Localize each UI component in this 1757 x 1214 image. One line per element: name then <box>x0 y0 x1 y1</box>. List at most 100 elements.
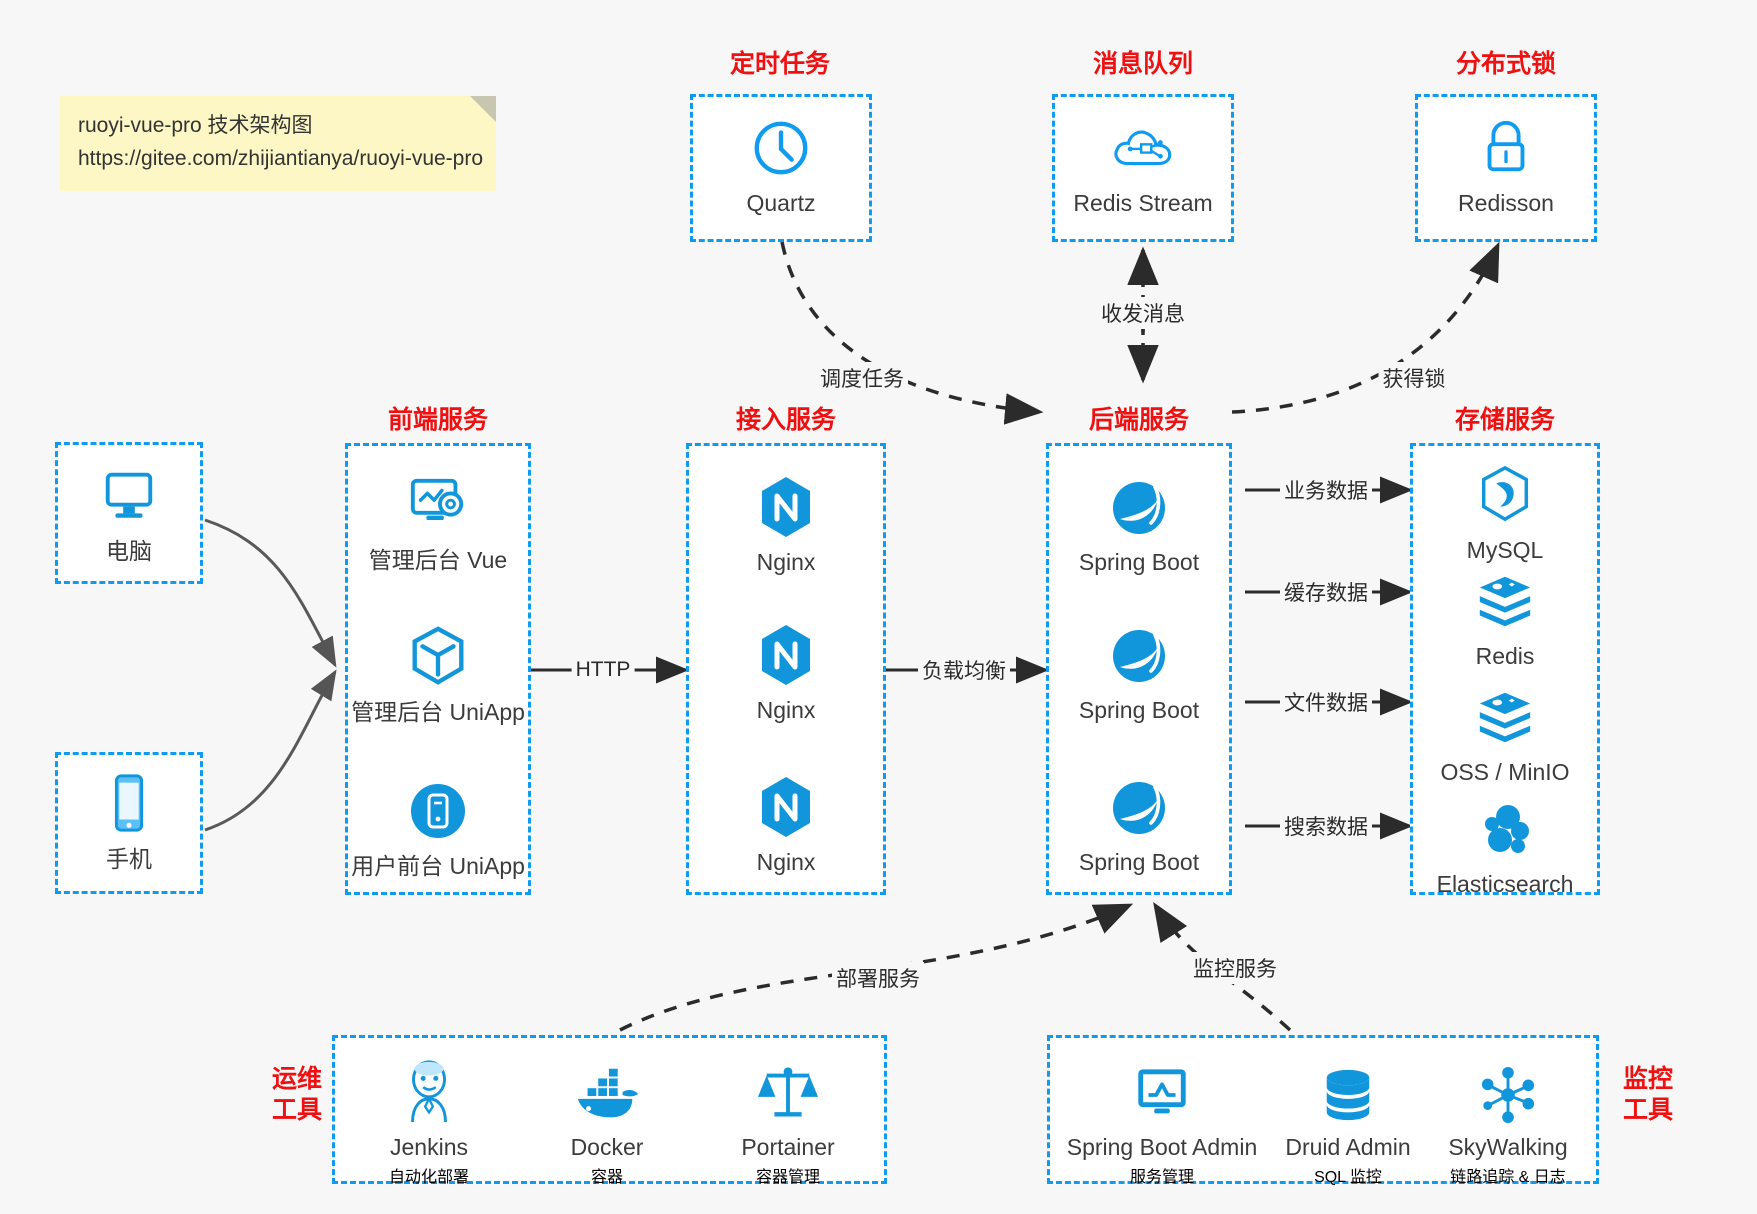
spring-boot-icon <box>1049 620 1229 690</box>
node-sublabel: 链路追踪 & 日志 <box>1450 1169 1566 1187</box>
skywalking-icon <box>1418 1050 1598 1124</box>
clock-icon <box>693 113 869 183</box>
edge-label-business-data: 业务数据 <box>1280 474 1372 506</box>
node-label: Jenkins <box>390 1134 468 1160</box>
group-title-devops: 运维 工具 <box>258 1064 336 1127</box>
edge-label-load-balance: 负载均衡 <box>918 654 1010 686</box>
group-gateway[interactable]: Nginx Nginx Nginx <box>686 443 886 895</box>
monitor-icon <box>58 461 200 531</box>
group-title-monitoring: 监控 工具 <box>1608 1064 1688 1127</box>
node-sublabel: 自动化部署 <box>388 1169 469 1187</box>
node-label: Nginx <box>756 549 816 575</box>
group-frontend[interactable]: 管理后台 Vue 管理后台 UniApp 用户前台 UniApp <box>345 443 531 895</box>
cloud-stream-icon <box>1055 113 1231 183</box>
node-sublabel: SQL 监控 <box>1314 1169 1382 1187</box>
node-spring-boot-3[interactable]: Spring Boot <box>1049 772 1229 878</box>
node-label: Spring Boot <box>1078 697 1200 723</box>
dashboard-gear-icon <box>348 470 528 540</box>
edge-mobile-to-frontend <box>204 669 337 832</box>
elasticsearch-icon <box>1413 794 1597 864</box>
group-scheduled-task[interactable]: Quartz <box>690 94 872 242</box>
node-nginx-3[interactable]: Nginx <box>689 772 883 878</box>
jenkins-icon <box>349 1050 509 1124</box>
node-skywalking[interactable]: SkyWalking 链路追踪 & 日志 <box>1418 1050 1598 1187</box>
database-icon <box>1268 1050 1428 1124</box>
edge-pc-to-frontend <box>204 518 337 668</box>
monitoring-title-line2: 工具 <box>1622 1096 1673 1125</box>
node-nginx-2[interactable]: Nginx <box>689 620 883 726</box>
node-pc[interactable]: 电脑 <box>58 461 200 567</box>
node-oss-minio[interactable]: OSS / MinIO <box>1413 682 1597 788</box>
node-label: Spring Boot Admin <box>1066 1134 1258 1160</box>
monitoring-title-line1: 监控 <box>1622 1065 1673 1093</box>
group-title-distributed-lock: 分布式锁 <box>1455 50 1556 78</box>
group-backend[interactable]: Spring Boot Spring Boot Spring Boot <box>1046 443 1232 895</box>
node-label: Druid Admin <box>1285 1134 1411 1160</box>
edge-label-deploy-service: 部署服务 <box>832 962 924 994</box>
node-label: MySQL <box>1466 537 1544 563</box>
edge-label-cache-data: 缓存数据 <box>1280 576 1372 608</box>
node-label: 管理后台 UniApp <box>351 699 525 725</box>
spring-boot-icon <box>1049 772 1229 842</box>
node-druid-admin[interactable]: Druid Admin SQL 监控 <box>1268 1050 1428 1187</box>
edge-label-search-data: 搜索数据 <box>1280 810 1372 842</box>
group-monitoring[interactable]: Spring Boot Admin 服务管理 Druid Admin SQL 监… <box>1047 1035 1599 1187</box>
group-devops[interactable]: Jenkins 自动化部署 Docker 容器 <box>332 1035 887 1187</box>
node-nginx-1[interactable]: Nginx <box>689 472 883 578</box>
node-spring-boot-admin[interactable]: Spring Boot Admin 服务管理 <box>1062 1050 1262 1187</box>
node-label: 电脑 <box>106 538 152 564</box>
edge-label-monitor-service: 监控服务 <box>1189 952 1281 984</box>
node-label: Quartz <box>746 190 816 216</box>
node-label: OSS / MinIO <box>1440 759 1570 785</box>
node-redisson[interactable]: Redisson <box>1418 113 1594 219</box>
node-sublabel: 服务管理 <box>1129 1169 1194 1187</box>
devops-title-line1: 运维 <box>271 1065 322 1093</box>
node-label: SkyWalking <box>1448 1134 1568 1160</box>
group-distributed-lock[interactable]: Redisson <box>1415 94 1597 242</box>
node-sublabel: 容器 <box>590 1169 623 1187</box>
node-label: Redis <box>1475 643 1535 669</box>
portainer-scale-icon <box>703 1050 873 1124</box>
group-title-scheduled-task: 定时任务 <box>729 50 830 78</box>
mysql-icon <box>1413 460 1597 530</box>
node-elasticsearch[interactable]: Elasticsearch <box>1413 794 1597 900</box>
node-label: Nginx <box>756 849 816 875</box>
group-storage[interactable]: MySQL Redis <box>1410 443 1600 897</box>
group-title-gateway: 接入服务 <box>735 406 836 434</box>
redis-icon <box>1413 566 1597 636</box>
node-jenkins[interactable]: Jenkins 自动化部署 <box>349 1050 509 1187</box>
group-client-mobile[interactable]: 手机 <box>55 752 203 894</box>
nginx-icon <box>689 772 883 842</box>
group-message-queue[interactable]: Redis Stream <box>1052 94 1234 242</box>
node-label: Elasticsearch <box>1436 871 1574 897</box>
mobile-app-icon <box>348 776 528 846</box>
node-label: Nginx <box>756 697 816 723</box>
docker-icon <box>527 1050 687 1124</box>
node-admin-vue[interactable]: 管理后台 Vue <box>348 470 528 576</box>
node-portainer[interactable]: Portainer 容器管理 <box>703 1050 873 1187</box>
devops-title-line2: 工具 <box>271 1096 322 1125</box>
node-redis[interactable]: Redis <box>1413 566 1597 672</box>
edge-label-http: HTTP <box>571 657 635 683</box>
node-docker[interactable]: Docker 容器 <box>527 1050 687 1187</box>
group-title-frontend: 前端服务 <box>387 406 488 434</box>
node-spring-boot-2[interactable]: Spring Boot <box>1049 620 1229 726</box>
group-title-message-queue: 消息队列 <box>1092 50 1193 78</box>
node-admin-uniapp[interactable]: 管理后台 UniApp <box>348 622 528 728</box>
node-quartz[interactable]: Quartz <box>693 113 869 219</box>
node-spring-boot-1[interactable]: Spring Boot <box>1049 472 1229 578</box>
node-mysql[interactable]: MySQL <box>1413 460 1597 566</box>
oss-minio-icon <box>1413 682 1597 752</box>
node-label: 手机 <box>106 846 152 872</box>
node-redis-stream[interactable]: Redis Stream <box>1055 113 1231 219</box>
group-client-pc[interactable]: 电脑 <box>55 442 203 584</box>
node-label: 管理后台 Vue <box>368 547 508 573</box>
monitor-chart-icon <box>1062 1050 1262 1124</box>
nginx-icon <box>689 620 883 690</box>
spring-boot-icon <box>1049 472 1229 542</box>
edge-acquire-lock <box>1231 241 1500 414</box>
node-user-uniapp[interactable]: 用户前台 UniApp <box>348 776 528 882</box>
node-mobile[interactable]: 手机 <box>58 769 200 875</box>
cube-icon <box>348 622 528 692</box>
note-url: https://gitee.com/zhijiantianya/ruoyi-vu… <box>78 146 484 170</box>
